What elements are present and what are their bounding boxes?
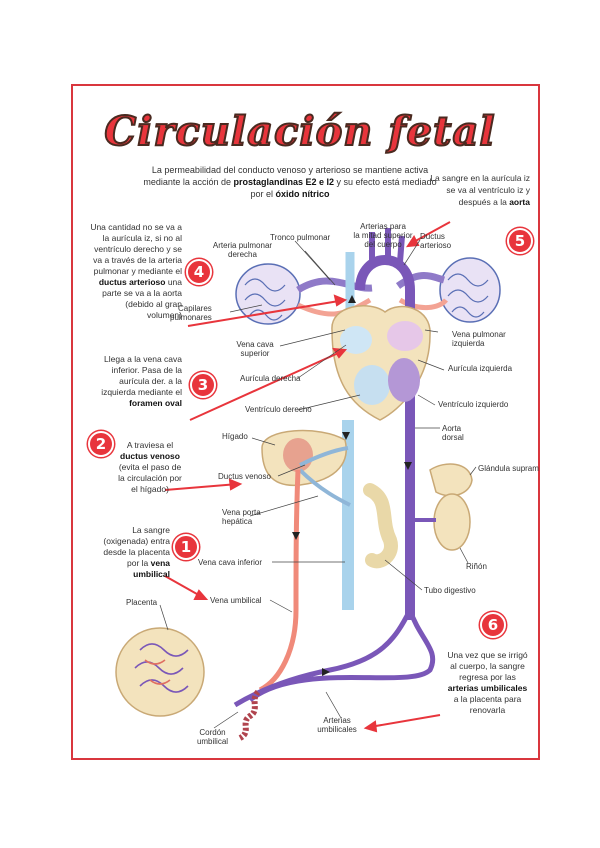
placenta-icon — [115, 627, 205, 717]
label-ductus-venoso: Ductus venoso — [218, 472, 271, 481]
umbilical-cord — [238, 689, 261, 741]
step-4-text: Una cantidad no se va a la aurícula iz, … — [90, 222, 182, 320]
step-6-badge: 6 — [480, 612, 506, 638]
label-vena-cava-superior: Vena cava superior — [236, 340, 274, 358]
step-2-badge: 2 — [88, 431, 114, 457]
label-ductus-arterioso: Ductus arterioso — [420, 232, 452, 250]
left-lung-icon — [235, 263, 301, 325]
flow-arrows — [292, 295, 412, 676]
step-2-text: A traviesa el ductus venoso (evita el pa… — [118, 440, 182, 494]
label-aorta-dorsal: Aorta dorsal — [442, 424, 464, 442]
step-6-text: Una vez que se irrigó al cuerpo, la sang… — [447, 650, 528, 715]
label-ventriculo-derecho: Ventrículo derecho — [245, 405, 312, 414]
label-glandula-suprarrenal: Glándula supram — [478, 464, 539, 473]
step-3-text: Llega a la vena cava inferior. Pasa de l… — [101, 354, 182, 408]
adrenal-gland-icon — [429, 463, 473, 497]
label-arteria-pulmonar-derecha: Arteria pulmonar derecha — [212, 241, 273, 259]
umbilical-artery-left — [233, 608, 413, 708]
label-ventriculo-izquierdo: Ventrículo izquierdo — [438, 400, 509, 409]
page-title: Circulación fetal — [103, 107, 496, 156]
label-arterias-umbilicales: Arterias umbilicales — [317, 716, 357, 734]
label-tubo-digestivo: Tubo digestivo — [424, 586, 476, 595]
right-lung-icon — [439, 257, 501, 323]
step-3-badge: 3 — [190, 372, 216, 398]
umbilical-artery-right — [248, 609, 436, 702]
label-tronco-pulmonar: Tronco pulmonar — [270, 233, 331, 242]
umbilical-vein — [258, 469, 301, 693]
label-auricula-derecha: Aurícula derecha — [240, 374, 301, 383]
digestive-tube-icon — [363, 483, 398, 569]
kidney-icon — [433, 493, 471, 551]
step-4-badge: 4 — [186, 259, 212, 285]
step-1-text: La sangre (oxigenada) entra desde la pla… — [103, 525, 170, 579]
label-higado: Hígado — [222, 432, 248, 441]
label-cordon-umbilical: Cordón umbilical — [196, 728, 229, 746]
label-rinon: Riñón — [466, 562, 487, 571]
intro-line-3: por el óxido nítrico — [250, 189, 330, 199]
aorta — [355, 255, 415, 620]
label-arterias-mitad-superior: Arterias para la mitad superior del cuer… — [353, 222, 413, 249]
label-vena-cava-inferior: Vena cava inferior — [198, 558, 263, 567]
pulmonary-vein-right — [296, 297, 372, 317]
heart-icon — [331, 305, 431, 421]
label-vena-porta-hepatica: Vena porta hepática — [222, 508, 261, 526]
label-vena-pulmonar-izquierda: Vena pulmonar izquierda — [452, 330, 506, 348]
label-vena-umbilical: Vena umbilical — [210, 596, 262, 605]
intro-line-2: mediante la acción de prostaglandinas E2… — [143, 177, 437, 187]
ductus-venoso — [299, 446, 349, 467]
intro-text: La permeabilidad del conducto venoso y a… — [80, 164, 500, 200]
right-pulmonary-artery — [296, 277, 373, 294]
label-placenta: Placenta — [126, 598, 158, 607]
leader-lines — [159, 239, 477, 729]
step-5-text: La sangre en la aurícula iz se va al ven… — [430, 173, 530, 207]
portal-vein — [298, 468, 351, 507]
intro-line-1: La permeabilidad del conducto venoso y a… — [151, 165, 429, 175]
upper-body-arteries — [369, 228, 405, 263]
label-auricula-izquierda: Aurícula izquierda — [448, 364, 513, 373]
step-5-badge: 5 — [507, 228, 533, 254]
liver-icon — [261, 429, 347, 486]
step-1-badge: 1 — [173, 534, 199, 560]
label-capilares-pulmonares: Capilares pulmonares — [170, 304, 212, 322]
left-pulmonary-artery — [395, 272, 445, 289]
